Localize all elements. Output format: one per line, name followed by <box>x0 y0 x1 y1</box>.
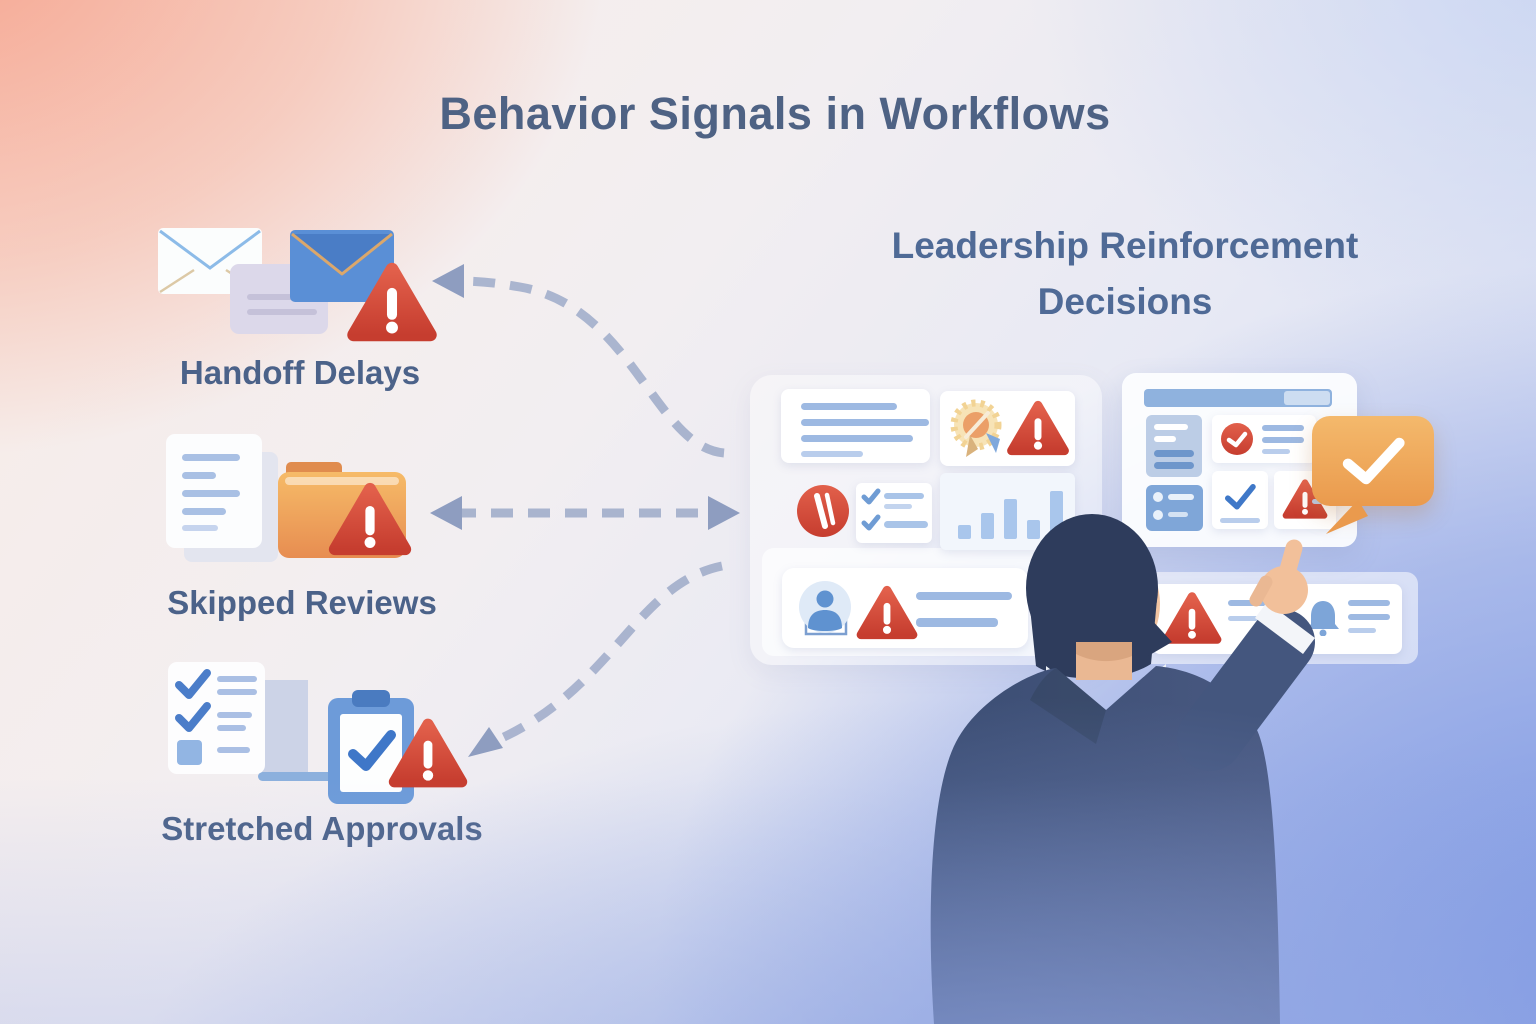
award-warning-card <box>940 391 1075 466</box>
avatar-icon <box>799 581 851 636</box>
checklist-icon <box>168 662 265 774</box>
reject-check-icon <box>1221 423 1253 455</box>
signal-label-handoff-delays: Handoff Delays <box>179 354 421 391</box>
skipped-reviews-icon-group <box>166 434 418 562</box>
right-panel-heading-line1: Leadership Reinforcement <box>891 225 1359 266</box>
pointing-finger <box>1275 539 1303 593</box>
pointing-man-illustration <box>930 514 1315 1024</box>
summary-card <box>1146 415 1202 477</box>
arrowhead-middle-left <box>430 496 462 530</box>
handoff-delays-icon-group <box>158 228 442 344</box>
arrowhead-bottom-left <box>468 727 503 757</box>
warning-icon <box>1006 399 1070 457</box>
document-icon <box>166 434 278 562</box>
arrowhead-middle-right <box>708 496 740 530</box>
signal-label-skipped-reviews: Skipped Reviews <box>167 584 437 621</box>
bubble-tail <box>1326 500 1368 534</box>
right-panel-heading-line2: Decisions <box>1037 280 1213 322</box>
panel-header-segment <box>1284 391 1330 405</box>
rejected-item-card <box>1212 415 1316 463</box>
thumb <box>1249 575 1273 607</box>
check-bubble-icon <box>1312 416 1434 534</box>
connector-top-curve <box>459 276 725 458</box>
no-slash-icon <box>797 485 849 537</box>
text-card <box>781 389 930 463</box>
raised-arm <box>1177 539 1315 771</box>
right-panel-heading: Leadership Reinforcement Decisions <box>890 218 1360 329</box>
panel-header-bar <box>1144 389 1332 407</box>
signal-label-stretched-approvals: Stretched Approvals <box>161 810 483 847</box>
stretched-approvals-icon-group <box>168 662 472 804</box>
connector-bottom-curve <box>486 561 723 749</box>
